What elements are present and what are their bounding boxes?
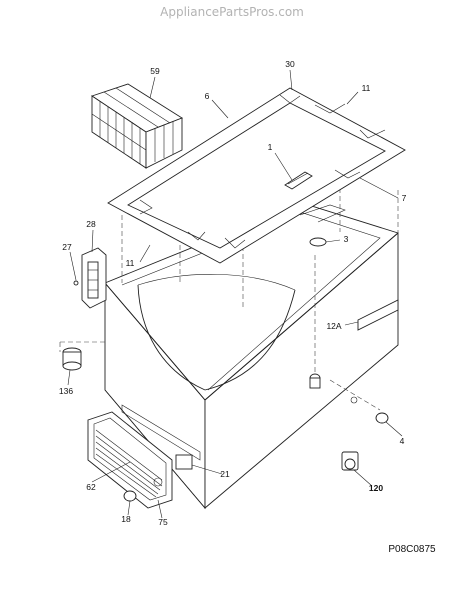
drain-plug-4 (309, 373, 389, 424)
callout-11-left: 11 (126, 258, 135, 268)
leader-lines (67, 69, 403, 519)
callout-59: 59 (150, 66, 160, 76)
callout-11-top: 11 (362, 83, 371, 93)
callout-7: 7 (402, 193, 407, 203)
callout-30: 30 (285, 59, 295, 69)
knob-3 (309, 237, 327, 247)
callout-18: 18 (121, 514, 131, 524)
callout-6: 6 (205, 91, 210, 101)
watermark-text: AppliancePartsPros.com (160, 5, 304, 19)
callout-28: 28 (86, 219, 96, 229)
diagram-code: P08C0875 (388, 544, 436, 555)
callout-12a: 12A (326, 321, 341, 331)
callout-1: 1 (268, 142, 273, 152)
callout-3: 3 (344, 234, 349, 244)
lock-part (284, 171, 313, 190)
callout-labels: 59 30 6 11 1 7 28 27 11 3 12A 136 4 62 2… (59, 59, 407, 527)
callout-136: 136 (59, 386, 73, 396)
grille-75 (87, 411, 173, 509)
label-plate (357, 299, 399, 331)
storage-basket (90, 83, 183, 169)
lid-gasket-frame (107, 87, 406, 264)
callout-120: 120 (369, 483, 383, 493)
callout-62: 62 (86, 482, 96, 492)
callout-27: 27 (62, 242, 72, 252)
hinge-assembly (73, 247, 107, 309)
caster-120 (341, 451, 359, 471)
callout-4: 4 (400, 436, 405, 446)
callout-75: 75 (158, 517, 168, 527)
electrical-21 (121, 404, 201, 470)
part-18 (123, 490, 137, 502)
callout-21: 21 (220, 469, 230, 479)
part-136 (62, 347, 82, 371)
cabinet-body (104, 202, 399, 510)
